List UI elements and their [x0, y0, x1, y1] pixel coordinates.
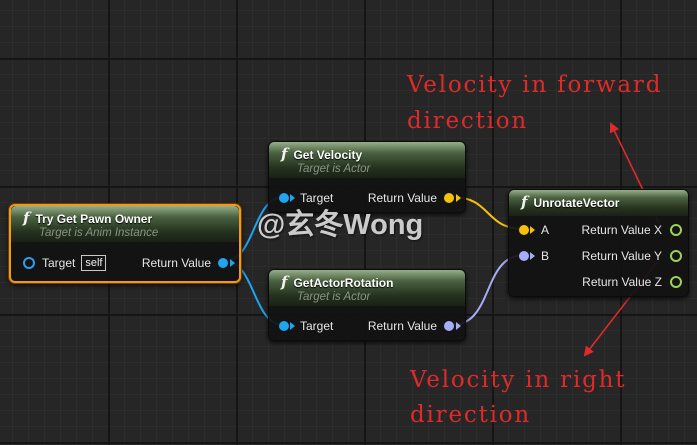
pin-label: B	[541, 249, 550, 263]
annotation-forward-line1: Velocity in forward	[407, 72, 663, 98]
node-subtitle: Target is Actor	[297, 163, 371, 175]
pin-label: Return Value Z	[582, 275, 662, 289]
function-icon: f	[23, 209, 30, 227]
exec-arrow-icon	[456, 194, 461, 202]
node-header: f Try Get Pawn Owner Target is Anim Insta…	[11, 206, 239, 242]
pin-label: Target	[300, 191, 334, 205]
rotator-pin-icon[interactable]	[519, 251, 529, 261]
pin-label: Target	[42, 256, 76, 270]
target-pin-row[interactable]: Target	[279, 189, 333, 207]
node-subtitle: Target is Actor	[297, 291, 371, 303]
node-title: Try Get Pawn Owner	[35, 212, 153, 226]
pin-label: Return Value	[367, 191, 437, 205]
watermark: @玄冬Wong	[257, 209, 424, 241]
input-a-pin-row[interactable]: A	[519, 221, 549, 239]
object-pin-icon[interactable]	[23, 257, 35, 269]
object-pin-icon[interactable]	[279, 193, 289, 203]
self-default-box[interactable]: self	[81, 255, 107, 271]
exec-arrow-icon	[530, 252, 535, 260]
target-pin-row[interactable]: Target	[279, 317, 333, 335]
node-header: f GetActorRotation Target is Actor	[269, 270, 465, 306]
exec-arrow-icon	[290, 194, 295, 202]
return-z-pin-row[interactable]: Return Value Z	[582, 273, 682, 291]
float-pin-icon[interactable]	[670, 276, 682, 288]
node-title: GetActorRotation	[293, 276, 394, 290]
exec-arrow-icon	[456, 322, 461, 330]
node-title: UnrotateVector	[533, 196, 620, 210]
pin-label: Return Value Y	[581, 249, 662, 263]
return-x-pin-row[interactable]: Return Value X	[581, 221, 682, 239]
annotation-right-line1: Velocity in right	[410, 367, 627, 393]
pin-label: Return Value	[141, 256, 211, 270]
annotation-right-line2: direction	[410, 402, 532, 428]
rotator-pin-icon[interactable]	[444, 321, 454, 331]
vector-pin-icon[interactable]	[444, 193, 454, 203]
node-get-velocity[interactable]: f Get Velocity Target is Actor Target Ret…	[268, 141, 466, 213]
pin-label: Return Value	[367, 319, 437, 333]
return-pin-row[interactable]: Return Value	[368, 317, 461, 335]
node-title: Get Velocity	[293, 148, 363, 162]
exec-arrow-icon	[230, 259, 235, 267]
return-pin-row[interactable]: Return Value	[142, 254, 235, 272]
node-header: f UnrotateVector	[509, 190, 688, 216]
exec-arrow-icon	[290, 322, 295, 330]
node-try-get-pawn-owner[interactable]: f Try Get Pawn Owner Target is Anim Insta…	[9, 204, 241, 283]
pin-label: Target	[300, 319, 334, 333]
node-subtitle: Target is Anim Instance	[39, 227, 159, 239]
function-icon: f	[521, 193, 528, 211]
object-pin-icon[interactable]	[279, 321, 289, 331]
vector-pin-icon[interactable]	[519, 225, 529, 235]
input-b-pin-row[interactable]: B	[519, 247, 549, 265]
float-pin-icon[interactable]	[670, 224, 682, 236]
float-pin-icon[interactable]	[670, 250, 682, 262]
object-pin-icon[interactable]	[218, 258, 228, 268]
function-icon: f	[281, 273, 288, 291]
pin-label: A	[541, 223, 550, 237]
return-y-pin-row[interactable]: Return Value Y	[582, 247, 682, 265]
return-pin-row[interactable]: Return Value	[368, 189, 461, 207]
node-header: f Get Velocity Target is Actor	[269, 142, 465, 178]
annotation-forward-line2: direction	[407, 108, 529, 134]
exec-arrow-icon	[530, 226, 535, 234]
pin-label: Return Value X	[581, 223, 663, 237]
function-icon: f	[281, 145, 288, 163]
target-pin-row[interactable]: Target self	[23, 254, 107, 272]
node-get-actor-rotation[interactable]: f GetActorRotation Target is Actor Target…	[268, 269, 466, 341]
node-unrotate-vector[interactable]: f UnrotateVector A B Return Value X Retur…	[508, 189, 689, 297]
